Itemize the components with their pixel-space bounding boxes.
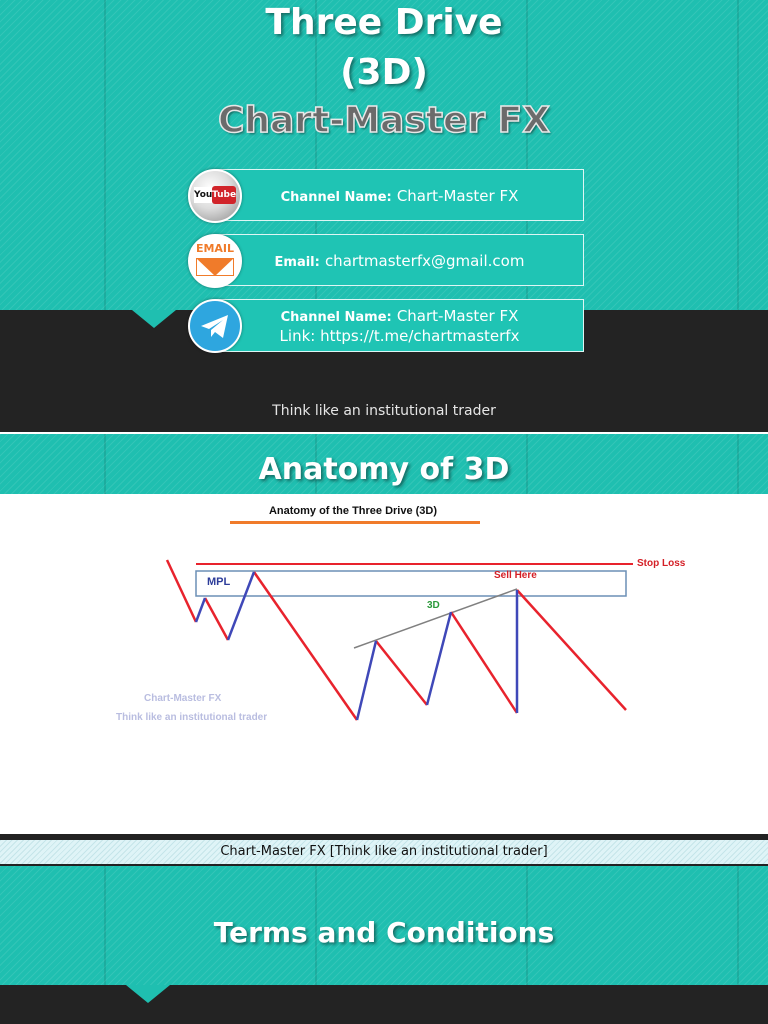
slide1-title-line1: Three Drive [265,2,503,43]
slide1-brand: Chart-Master FX [217,99,551,142]
slide2-footer: Chart-Master FX [Think like an instituti… [0,838,768,866]
slide-divider [0,432,768,434]
slide1-title-line2: (3D) [340,52,428,93]
sell-here-label: Sell Here [494,570,537,581]
email-card: Email: chartmasterfx@gmail.com [215,234,584,286]
slide3-notch [126,985,170,1003]
three-d-label: 3D [427,600,440,611]
watermark-line2: Think like an institutional trader [116,712,268,723]
card-value[interactable]: chartmasterfx@gmail.com [324,251,525,270]
stop-loss-label: Stop Loss [637,558,686,569]
slide1-teal-band [0,0,768,310]
chart-title: Anatomy of the Three Drive (3D) [268,505,438,517]
mpl-zone-box [195,570,627,597]
card-label: Channel Name: [280,189,392,205]
card-label: Channel Name: [280,310,392,325]
card-value: Chart-Master FX [396,307,519,325]
slide2-teal-band [0,434,768,494]
slide3-teal-band [0,866,768,985]
mpl-label: MPL [207,576,231,588]
card-label: Email: [274,254,320,270]
telegram-card: Channel Name: Chart-Master FX Link: http… [215,299,584,352]
email-icon[interactable]: EMAIL [188,234,242,288]
telegram-icon[interactable] [188,299,242,353]
slide3-title: Terms and Conditions [213,916,555,949]
chart-title-underline [230,521,480,524]
paper-plane-icon [201,315,228,338]
youtube-channel-card: Channel Name: Chart-Master FX [215,169,584,221]
slide2-title: Anatomy of 3D [258,452,510,487]
slide3-dark-band [0,985,768,1024]
youtube-icon[interactable]: You Tube [188,169,242,223]
slide1-tagline: Think like an institutional trader [272,403,496,419]
card-value: Chart-Master FX [396,186,519,205]
watermark-line1: Chart-Master FX [144,693,222,704]
three-drive-diagram [165,559,633,721]
chart-area [0,494,768,834]
telegram-link[interactable]: Link: https://t.me/chartmasterfx [279,327,520,345]
trend-line [353,588,518,649]
slide1-notch [132,310,176,328]
footer-top-rule [0,834,768,838]
